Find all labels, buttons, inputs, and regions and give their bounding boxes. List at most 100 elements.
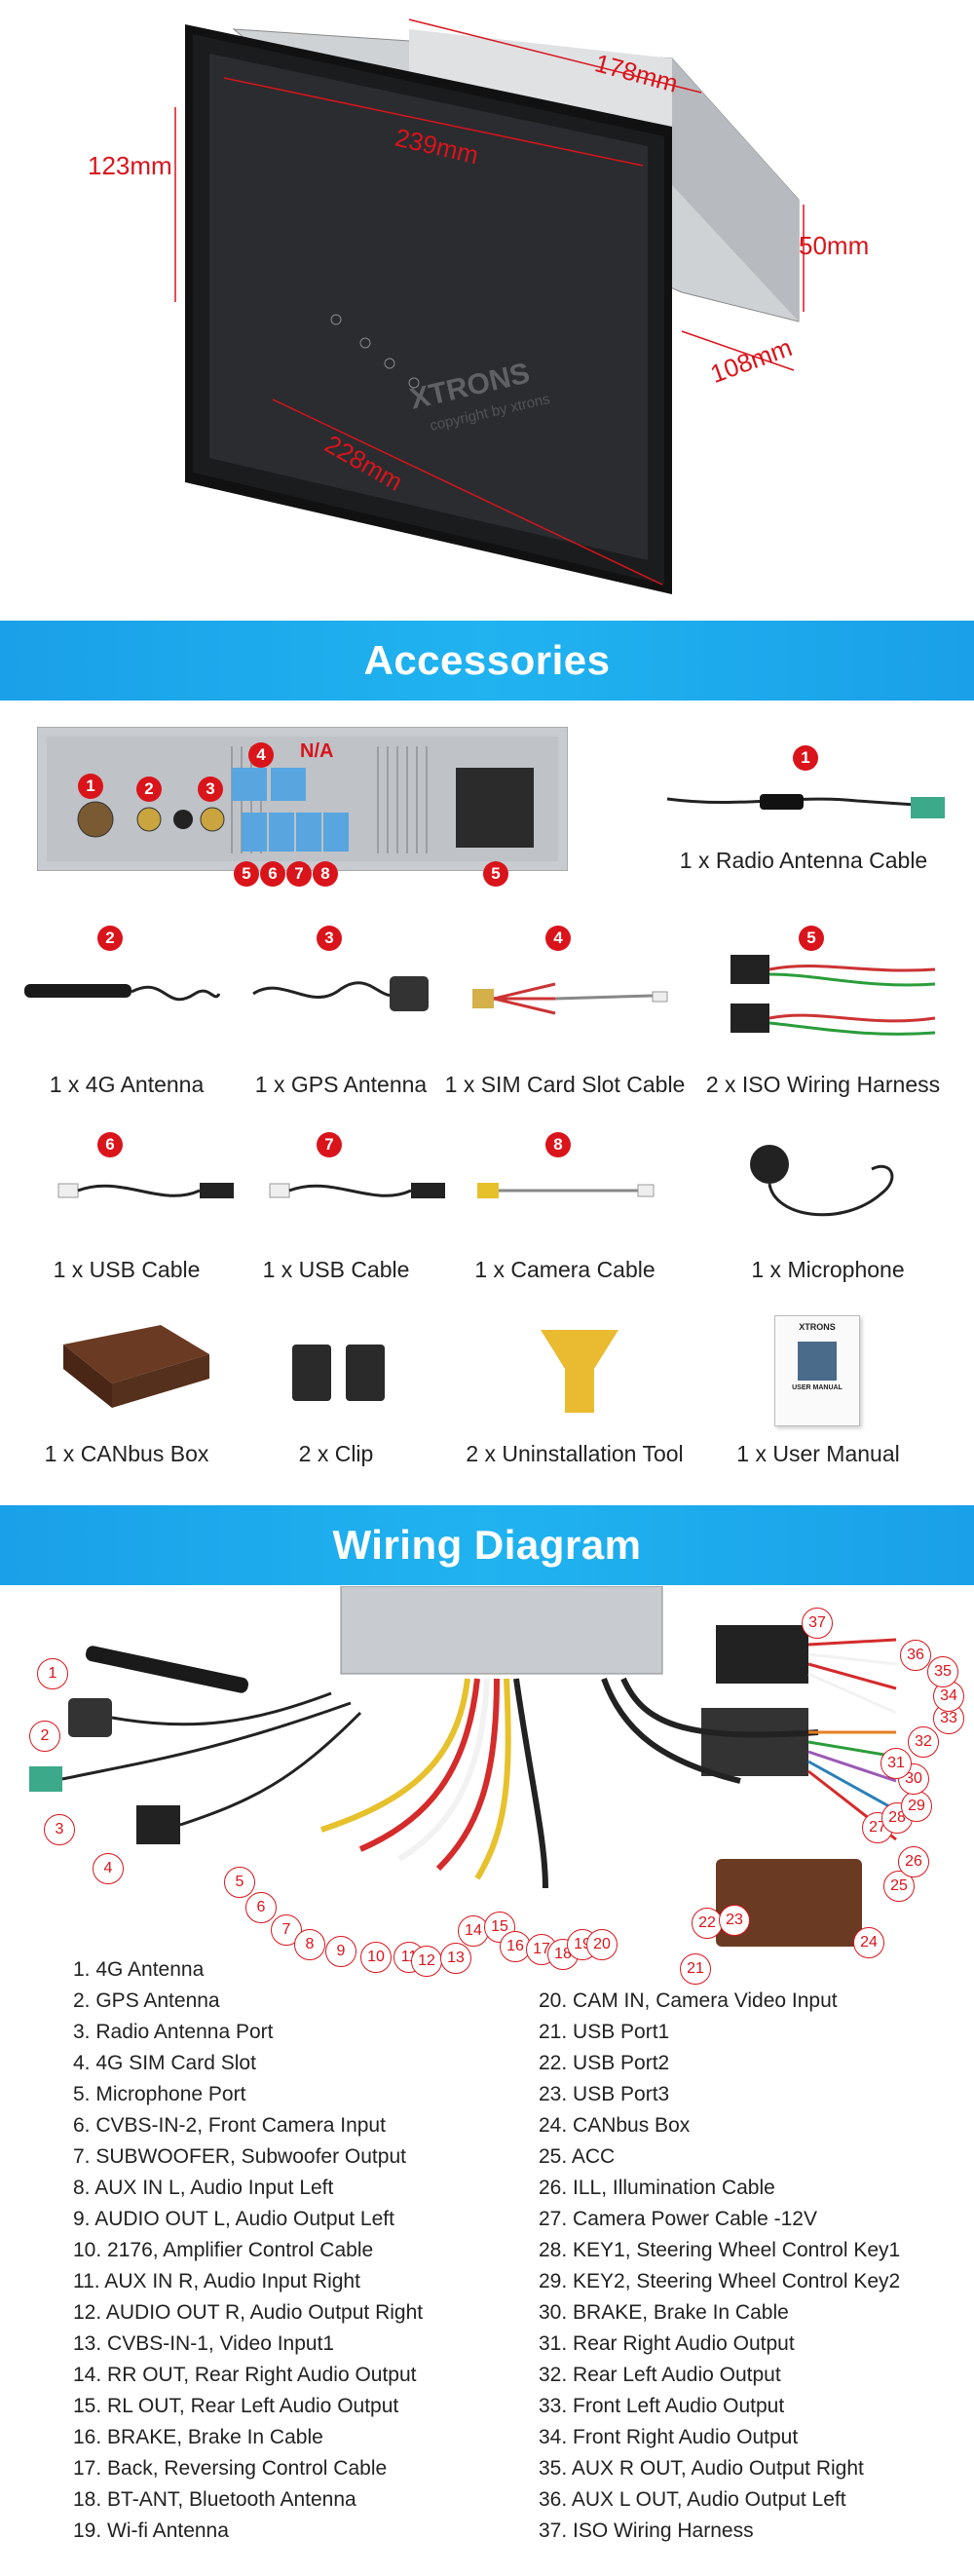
diagram-num-32: 32 [908, 1726, 939, 1758]
acc-caption-usb-cable-1: 1 x USB Cable [53, 1257, 201, 1282]
acc-badge-5: 5 [799, 926, 824, 951]
wiring-item: 10. 2176, Amplifier Control Cable [73, 2239, 374, 2261]
back-badge-8: 8 [313, 861, 338, 887]
back-badge-1: 1 [78, 774, 103, 799]
back-label-na: N/A [300, 740, 334, 762]
wiring-item: 33. Front Left Audio Output [539, 2395, 785, 2417]
wiring-item: 5. Microphone Port [73, 2083, 246, 2105]
manual-brand: XTRONS [799, 1322, 836, 1332]
acc-badge-2: 2 [97, 926, 123, 951]
acc-caption-microphone: 1 x Microphone [751, 1257, 905, 1282]
wiring-item: 20. CAM IN, Camera Video Input [539, 1989, 838, 2012]
wiring-item: 25. ACC [539, 2145, 616, 2168]
wiring-item: 2. GPS Antenna [73, 1989, 220, 2012]
wiring-item: 37. ISO Wiring Harness [539, 2519, 754, 2542]
wiring-diagram-banner: Wiring Diagram [0, 1505, 974, 1585]
wiring-item: 21. USB Port1 [539, 2021, 670, 2043]
wiring-item: 28. KEY1, Steering Wheel Control Key1 [539, 2239, 901, 2261]
wiring-item: 11. AUX IN R, Audio Input Right [73, 2270, 360, 2292]
acc-badge-4: 4 [545, 926, 571, 951]
acc-badge-8: 8 [545, 1132, 571, 1157]
back-badge-iso: 5 [483, 861, 508, 887]
user-manual-image: XTRONS USER MANUAL [774, 1315, 860, 1426]
dimension-drawing: 178mm 123mm 239mm 50mm 108mm 228mm XTRON… [0, 0, 974, 614]
wiring-item: 32. Rear Left Audio Output [539, 2364, 781, 2386]
wiring-item: 27. Camera Power Cable -12V [539, 2208, 817, 2230]
wiring-item: 3. Radio Antenna Port [73, 2021, 274, 2043]
wiring-item: 31. Rear Right Audio Output [539, 2332, 795, 2355]
usb-cable-image-2 [269, 1183, 445, 1198]
wiring-item: 24. CANbus Box [539, 2114, 691, 2137]
diagram-num-9: 9 [325, 1936, 356, 1967]
dim-height: 123mm [88, 151, 172, 180]
diagram-num-13: 13 [440, 1943, 471, 1974]
wiring-item: 16. BRAKE, Brake In Cable [73, 2426, 323, 2448]
acc-badge-1: 1 [793, 745, 818, 771]
diagram-num-26: 26 [898, 1846, 929, 1877]
wiring-diagram-title: Wiring Diagram [332, 1522, 642, 1568]
diagram-num-36: 36 [900, 1640, 931, 1671]
4g-antenna-image [24, 984, 221, 1002]
manual-title: USER MANUAL [792, 1384, 843, 1391]
diagram-num-4: 4 [93, 1853, 124, 1884]
wiring-item: 36. AUX L OUT, Audio Output Left [539, 2488, 846, 2511]
diagram-num-35: 35 [927, 1656, 958, 1687]
gps-antenna-image [252, 976, 429, 1011]
wiring-item: 29. KEY2, Steering Wheel Control Key2 [539, 2270, 901, 2292]
sim-card-slot-cable-image [472, 982, 668, 1015]
back-badge-5: 5 [234, 861, 259, 887]
acc-caption-user-manual: 1 x User Manual [736, 1441, 900, 1466]
wiring-item: 9. AUDIO OUT L, Audio Output Left [73, 2208, 394, 2230]
back-badge-4: 4 [248, 742, 274, 768]
camera-cable-image [477, 1183, 655, 1198]
diagram-num-16: 16 [500, 1931, 531, 1962]
wiring-list-left: 1. 4G Antenna 2. GPS Antenna 3. Radio An… [73, 1954, 423, 2547]
wiring-item: 12. AUDIO OUT R, Audio Output Right [73, 2301, 424, 2324]
back-badge-3: 3 [198, 777, 223, 802]
wiring-item: 34. Front Right Audio Output [539, 2426, 799, 2448]
wiring-item: 15. RL OUT, Rear Left Audio Output [73, 2395, 399, 2417]
wiring-item: 19. Wi-fi Antenna [73, 2519, 229, 2542]
microphone-image [750, 1145, 894, 1217]
diagram-num-31: 31 [880, 1748, 912, 1779]
diagram-num-37: 37 [802, 1608, 833, 1639]
uninstallation-tool-image [541, 1330, 618, 1413]
wiring-item: 13. CVBS-IN-1, Video Input1 [73, 2332, 335, 2355]
diagram-num-23: 23 [719, 1905, 750, 1936]
wiring-item: 1. 4G Antenna [73, 1958, 205, 1981]
diagram-num-6: 6 [245, 1892, 277, 1923]
acc-caption-iso-wiring-harness: 2 x ISO Wiring Harness [705, 1072, 941, 1097]
dim-side-height: 50mm [799, 231, 870, 260]
acc-caption-usb-cable-2: 1 x USB Cable [262, 1257, 410, 1282]
clip-image [292, 1345, 385, 1401]
acc-caption-gps-antenna: 1 x GPS Antenna [254, 1072, 428, 1097]
diagram-num-14: 14 [458, 1915, 489, 1947]
acc-caption-canbus-box: 1 x CANbus Box [44, 1441, 209, 1466]
wiring-item: 4. 4G SIM Card Slot [73, 2052, 256, 2074]
acc-caption-camera-cable: 1 x Camera Cable [474, 1257, 656, 1282]
wiring-list-right: 20. CAM IN, Camera Video Input 21. USB P… [539, 1986, 900, 2547]
wiring-item: 18. BT-ANT, Bluetooth Antenna [73, 2488, 356, 2511]
diagram-num-24: 24 [853, 1927, 884, 1958]
wiring-diagram-image [29, 1586, 897, 1947]
acc-badge-7: 7 [317, 1132, 342, 1157]
diagram-num-12: 12 [411, 1946, 442, 1977]
back-badge-6: 6 [260, 861, 285, 887]
wiring-item: 23. USB Port3 [539, 2083, 670, 2105]
head-unit-image [174, 19, 805, 594]
acc-caption-uninstallation-tool: 2 x Uninstallation Tool [466, 1441, 684, 1466]
diagram-num-21: 21 [680, 1953, 711, 1985]
acc-caption-clip: 2 x Clip [298, 1441, 374, 1466]
acc-badge-6: 6 [97, 1132, 123, 1157]
diagram-num-8: 8 [294, 1929, 325, 1960]
wiring-item: 30. BRAKE, Brake In Cable [539, 2301, 789, 2324]
wiring-item: 35. AUX R OUT, Audio Output Right [539, 2457, 864, 2480]
acc-caption-radio-antenna: 1 x Radio Antenna Cable [679, 848, 928, 873]
wiring-item: 22. USB Port2 [539, 2052, 670, 2074]
diagram-num-29: 29 [901, 1791, 932, 1822]
diagram-num-20: 20 [586, 1929, 618, 1960]
accessories-banner: Accessories [0, 621, 974, 701]
accessories-title: Accessories [363, 637, 611, 683]
diagram-num-22: 22 [692, 1908, 723, 1939]
wiring-item: 7. SUBWOOFER, Subwoofer Output [73, 2145, 406, 2168]
